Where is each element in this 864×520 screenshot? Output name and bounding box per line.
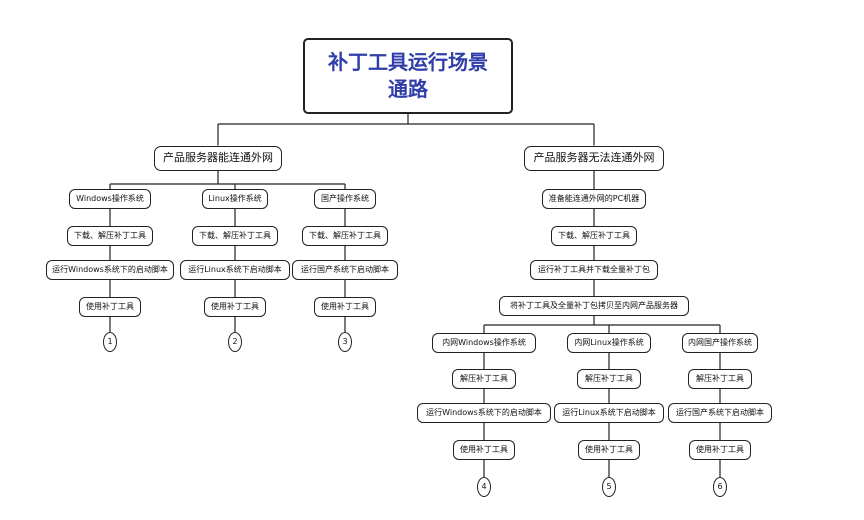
online-windows-step1: 下载、解压补丁工具 — [67, 226, 153, 246]
offline-domestic-step3: 使用补丁工具 — [689, 440, 751, 460]
offline-download: 下载、解压补丁工具 — [551, 226, 637, 246]
online-linux-number: 2 — [228, 332, 242, 352]
online-windows-os: Windows操作系统 — [69, 189, 151, 209]
offline-prepare-pc: 准备能连通外网的PC机器 — [542, 189, 646, 209]
offline-domestic-step1: 解压补丁工具 — [688, 369, 752, 389]
branch-offline: 产品服务器无法连通外网 — [524, 145, 664, 171]
offline-windows-os: 内网Windows操作系统 — [432, 333, 536, 353]
online-domestic-step3: 使用补丁工具 — [314, 297, 376, 317]
offline-domestic-number: 6 — [713, 477, 727, 497]
diagram-title: 补丁工具运行场景通路 — [303, 38, 513, 114]
online-domestic-number: 3 — [338, 332, 352, 352]
online-linux-step2: 运行Linux系统下启动脚本 — [180, 260, 290, 280]
online-domestic-step1: 下载、解压补丁工具 — [302, 226, 388, 246]
offline-copy-to-server: 将补丁工具及全量补丁包拷贝至内网产品服务器 — [499, 296, 689, 316]
online-linux-os: Linux操作系统 — [202, 189, 268, 209]
online-linux-step3: 使用补丁工具 — [204, 297, 266, 317]
offline-linux-step2: 运行Linux系统下启动脚本 — [554, 403, 664, 423]
offline-windows-step2: 运行Windows系统下的启动脚本 — [417, 403, 551, 423]
offline-linux-step3: 使用补丁工具 — [578, 440, 640, 460]
offline-domestic-step2: 运行国产系统下启动脚本 — [668, 403, 772, 423]
offline-run-download-full: 运行补丁工具并下载全量补丁包 — [530, 260, 658, 280]
branch-online: 产品服务器能连通外网 — [154, 145, 282, 171]
online-windows-number: 1 — [103, 332, 117, 352]
online-domestic-step2: 运行国产系统下启动脚本 — [292, 260, 398, 280]
offline-windows-step1: 解压补丁工具 — [452, 369, 516, 389]
offline-linux-step1: 解压补丁工具 — [577, 369, 641, 389]
online-linux-step1: 下载、解压补丁工具 — [192, 226, 278, 246]
offline-linux-number: 5 — [602, 477, 616, 497]
offline-linux-os: 内网Linux操作系统 — [567, 333, 651, 353]
offline-domestic-os: 内网国产操作系统 — [682, 333, 758, 353]
online-domestic-os: 国产操作系统 — [314, 189, 376, 209]
offline-windows-number: 4 — [477, 477, 491, 497]
online-windows-step2: 运行Windows系统下的启动脚本 — [46, 260, 174, 280]
offline-windows-step3: 使用补丁工具 — [453, 440, 515, 460]
online-windows-step3: 使用补丁工具 — [79, 297, 141, 317]
